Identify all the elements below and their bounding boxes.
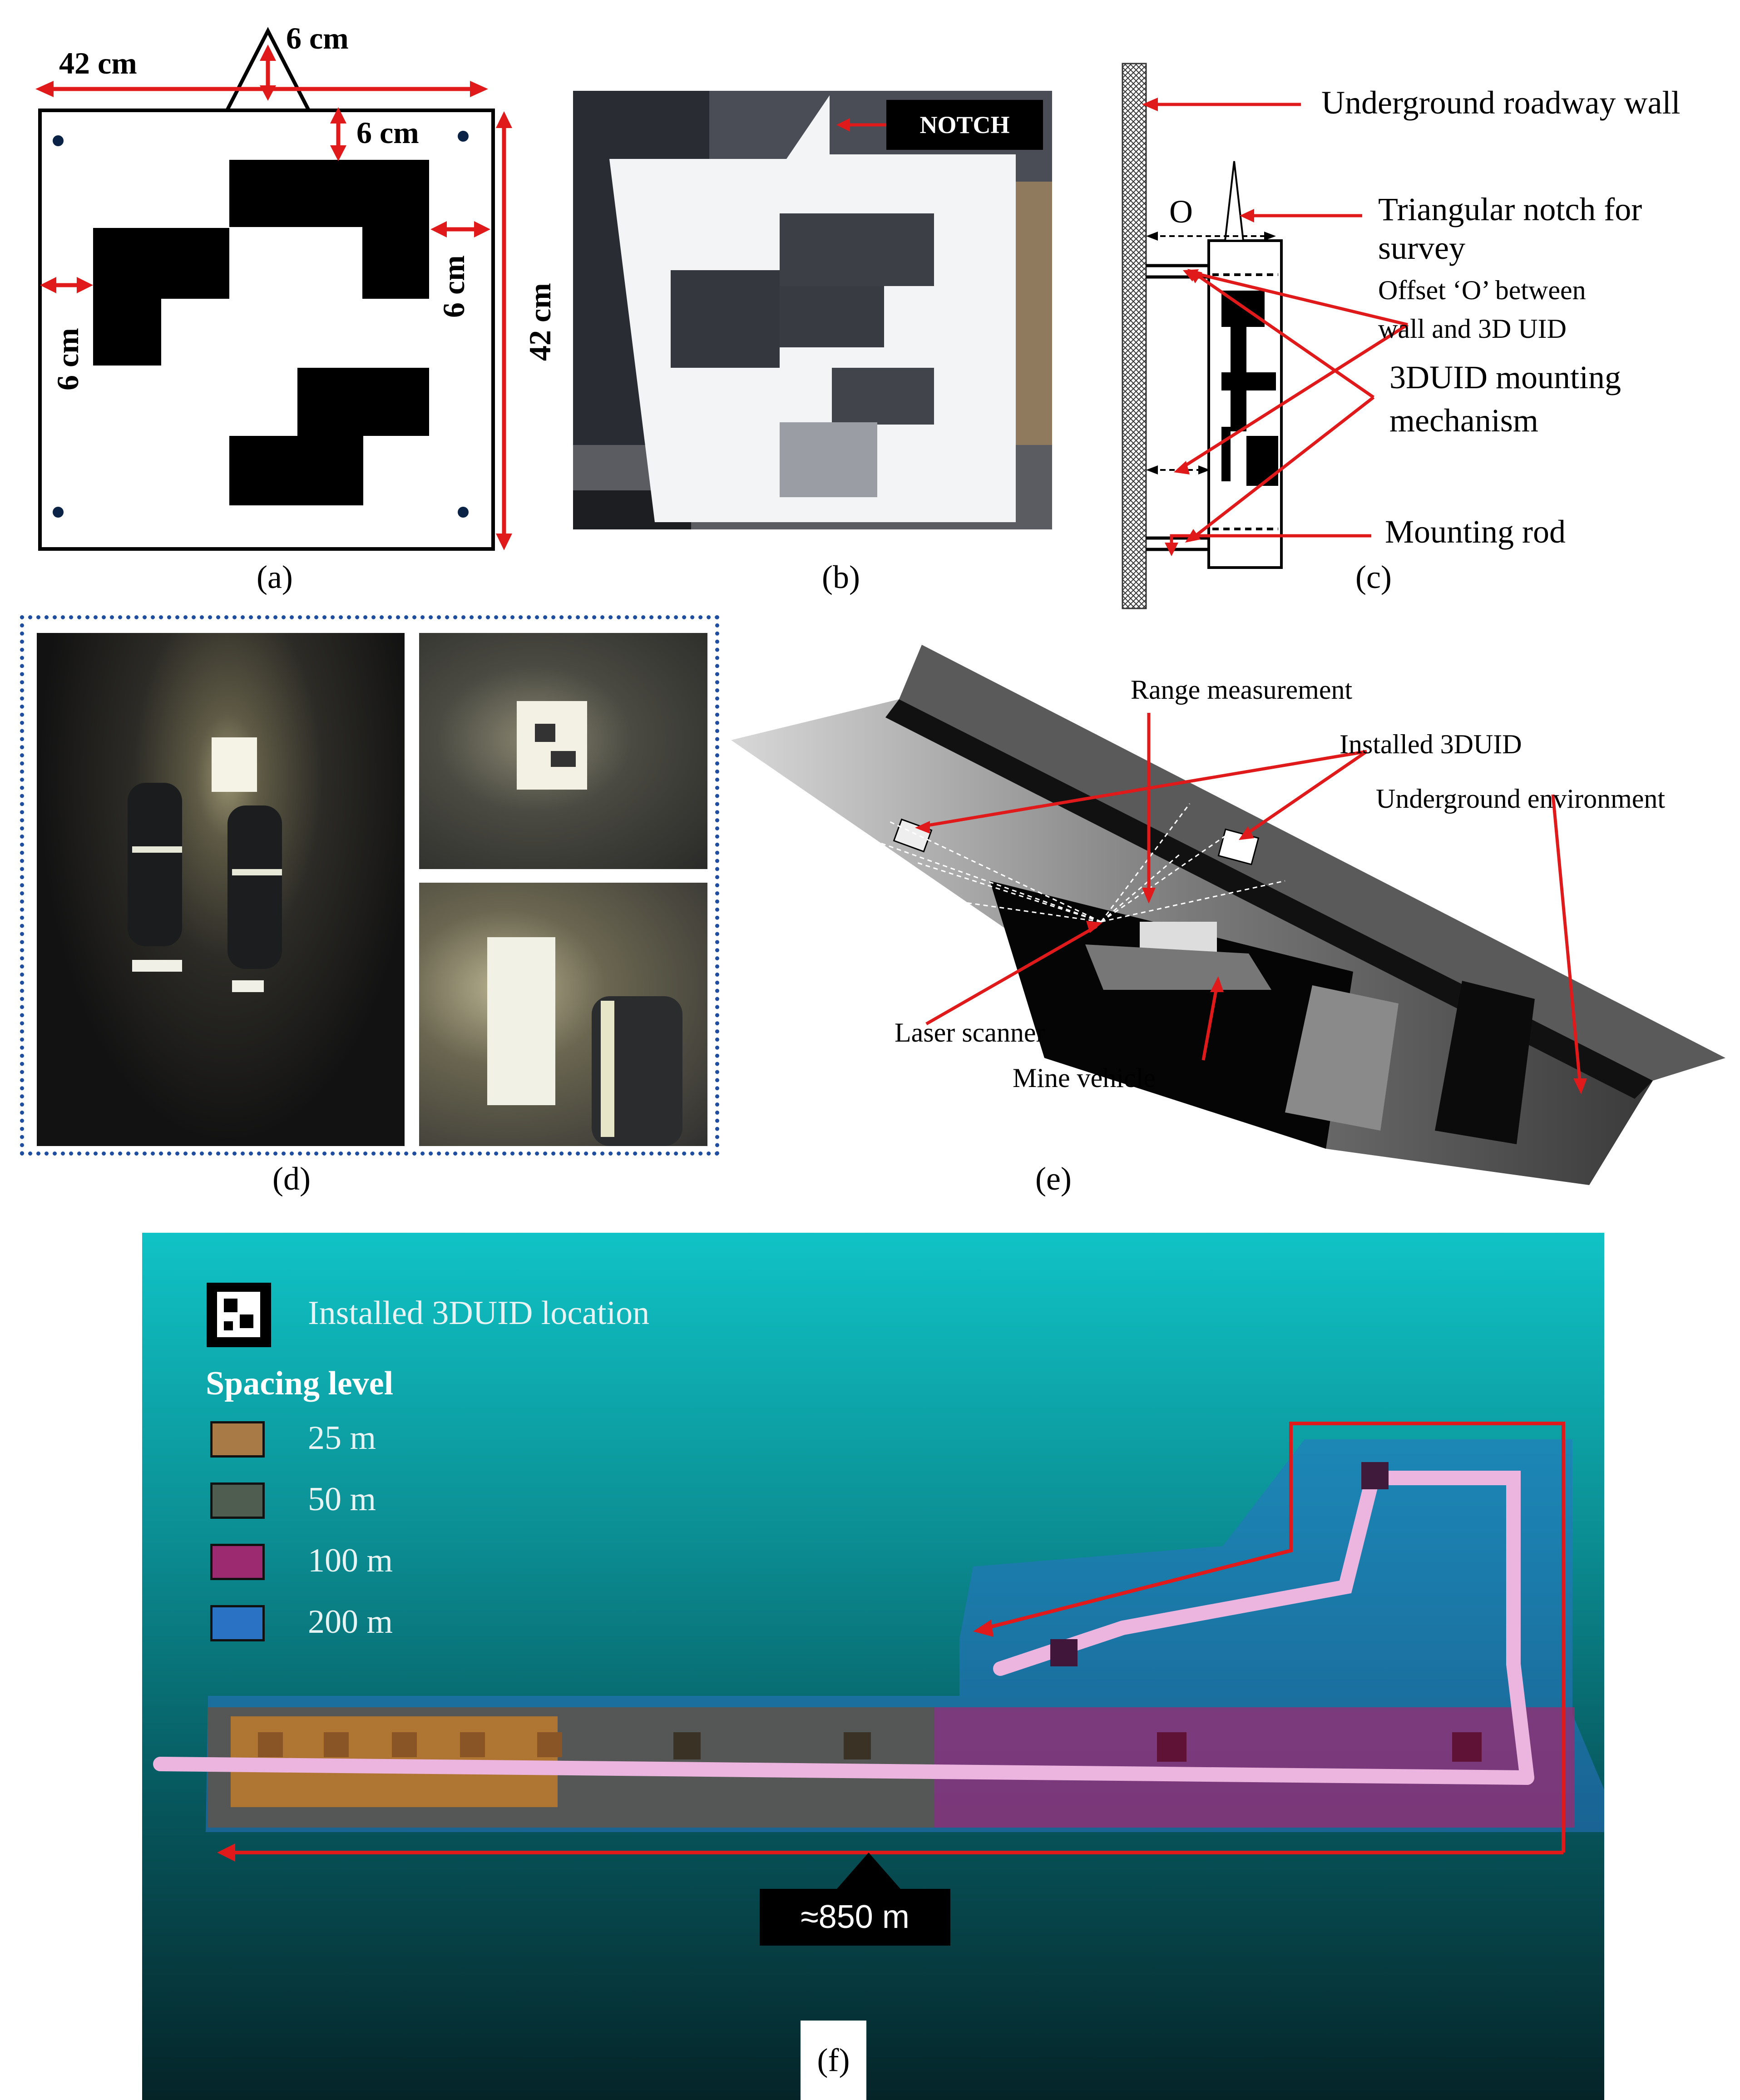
- legend-title: Spacing level: [206, 1365, 394, 1402]
- caption-d: (d): [272, 1161, 311, 1197]
- vehicle-label: Mine vehicle: [1013, 1063, 1156, 1093]
- installed-target-photo-top: [419, 633, 707, 869]
- range-label: Range measurement: [1131, 675, 1353, 705]
- dim-top-margin: 6 cm: [356, 115, 419, 150]
- dim-height: 42 cm: [523, 283, 557, 361]
- swatch-200m: [210, 1605, 265, 1641]
- installed-label: Installed 3DUID: [1340, 729, 1522, 759]
- panel-a: 42 cm 6 cm 6 cm 6 cm 6 cm 42 cm (a): [0, 0, 557, 604]
- offset-label-1: Offset ‘O’ between: [1378, 275, 1586, 305]
- point-cloud-illustration: [731, 645, 1725, 1185]
- caption-e: (e): [1035, 1161, 1072, 1197]
- mount-label-1: 3DUID mounting: [1389, 359, 1621, 395]
- spacing-label-25: 25 m: [308, 1419, 376, 1457]
- spacing-label-50: 50 m: [308, 1481, 376, 1518]
- technician-photo-bottom: [419, 883, 707, 1146]
- dim-top-width: 42 cm: [59, 46, 137, 80]
- caption-c: (c): [1355, 559, 1392, 595]
- spacing-label-100: 100 m: [308, 1542, 393, 1579]
- notch-arrow: [836, 118, 886, 132]
- caption-a: (a): [257, 559, 293, 595]
- scanner-label: Laser scanner: [895, 1018, 1045, 1048]
- mount-label-2: mechanism: [1389, 402, 1538, 439]
- notch-label: NOTCH: [886, 100, 1043, 150]
- panel-f: Installed 3DUID location Spacing level 2…: [142, 1233, 1604, 2100]
- wall-label: Underground roadway wall: [1321, 84, 1681, 121]
- installation-photo-left: [37, 633, 405, 1146]
- environment-label: Underground environment: [1376, 784, 1666, 814]
- dim-left-margin: 6 cm: [50, 328, 85, 390]
- dim-right-margin: 6 cm: [436, 255, 471, 318]
- notch-survey-label-2: survey: [1378, 230, 1465, 266]
- panel-e: Range measurement Installed 3DUID Underg…: [727, 627, 1740, 1199]
- panel-d-frame: [20, 615, 719, 1156]
- target-photo-illustration: [573, 91, 1052, 529]
- caption-b: (b): [822, 559, 860, 595]
- spacing-label-200: 200 m: [308, 1603, 393, 1640]
- swatch-50m: [210, 1482, 265, 1519]
- swatch-25m: [210, 1421, 265, 1458]
- rod-label: Mounting rod: [1385, 514, 1566, 550]
- caption-f: (f): [801, 2021, 866, 2100]
- panel-c: Underground roadway wall O Triangular no…: [1090, 45, 1740, 613]
- mounting-side-view-diagram: [1122, 63, 1409, 609]
- panel-b-photo: NOTCH: [573, 91, 1052, 529]
- offset-symbol: O: [1169, 193, 1193, 230]
- swatch-100m: [210, 1544, 265, 1580]
- dim-notch: 6 cm: [286, 21, 349, 55]
- distance-label: ≈850 m: [760, 1889, 950, 1946]
- route-map: [153, 1283, 1604, 1889]
- legend-marker-label: Installed 3DUID location: [308, 1295, 650, 1332]
- notch-survey-label-1: Triangular notch for: [1378, 191, 1642, 227]
- offset-label-2: wall and 3D UID: [1378, 314, 1567, 344]
- target-outline-diagram: [35, 27, 512, 551]
